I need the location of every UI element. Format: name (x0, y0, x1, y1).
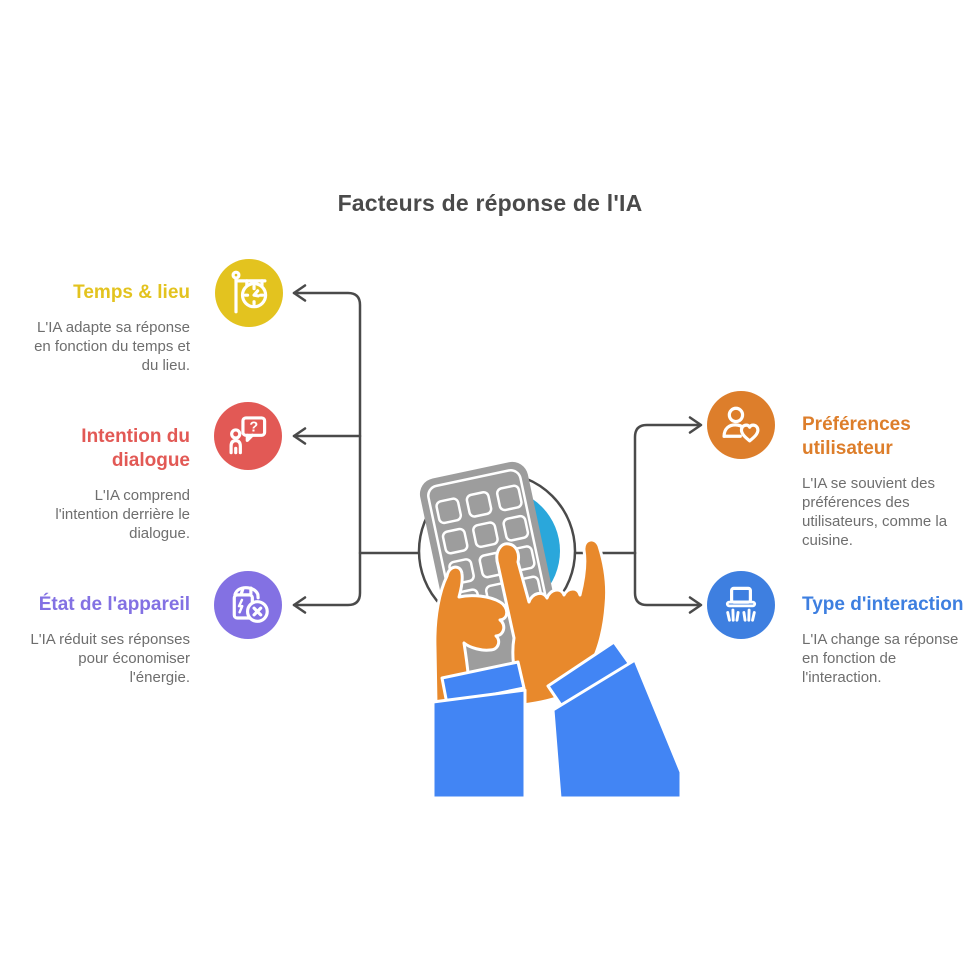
factor-description: L'IA comprend l'intention derrière le di… (55, 487, 190, 542)
arrow-left-middle-icon (292, 427, 307, 445)
laptop-typing-icon (707, 571, 775, 639)
factor-heading: Préférences utilisateur (802, 414, 911, 459)
factor-type-interaction: Type d'interaction L'IA change sa répons… (802, 593, 980, 687)
device-power-off-icon (214, 571, 282, 639)
hanging-clock-icon (215, 259, 283, 327)
factor-description: L'IA change sa réponse en fonction de l'… (802, 631, 959, 686)
connector-right-bottom (633, 551, 701, 607)
factor-heading: Type d'interaction (802, 594, 964, 615)
factor-heading: Intention du dialogue (81, 426, 190, 471)
right-sleeve (551, 658, 683, 800)
factor-description: L'IA adapte sa réponse en fonction du te… (34, 319, 190, 374)
diagram-title: Facteurs de réponse de l'IA (337, 190, 643, 216)
connector-right-top (633, 423, 701, 555)
factor-intention-dialogue: Intention du dialogue L'IA comprend l'in… (16, 425, 190, 543)
arrow-left-bottom-icon (292, 596, 307, 614)
connector-left-bracket (292, 291, 362, 607)
factor-temps-lieu: Temps & lieu L'IA adapte sa réponse en f… (16, 281, 190, 375)
sleeves (431, 640, 683, 800)
arrow-left-top-icon (292, 284, 307, 302)
user-heart-icon (707, 391, 775, 459)
left-sleeve (431, 688, 527, 800)
center-illustration (417, 461, 683, 800)
factor-description: L'IA réduit ses réponses pour économiser… (30, 631, 190, 686)
person-question-icon: ? (214, 402, 282, 470)
left-hand (433, 565, 509, 707)
arrow-right-bottom-icon (688, 596, 703, 614)
arrow-right-top-icon (688, 416, 703, 434)
factor-heading: État de l'appareil (38, 594, 190, 615)
left-sleeve-cuff (440, 660, 526, 706)
connector-lines (292, 284, 703, 614)
factor-preferences-utilisateur: Préférences utilisateur L'IA se souvient… (802, 413, 980, 550)
factor-heading: Temps & lieu (73, 282, 190, 303)
factor-description: L'IA se souvient des préférences des uti… (802, 475, 948, 549)
factor-etat-appareil: État de l'appareil L'IA réduit ses répon… (16, 593, 190, 687)
question-glyph: ? (249, 420, 258, 436)
